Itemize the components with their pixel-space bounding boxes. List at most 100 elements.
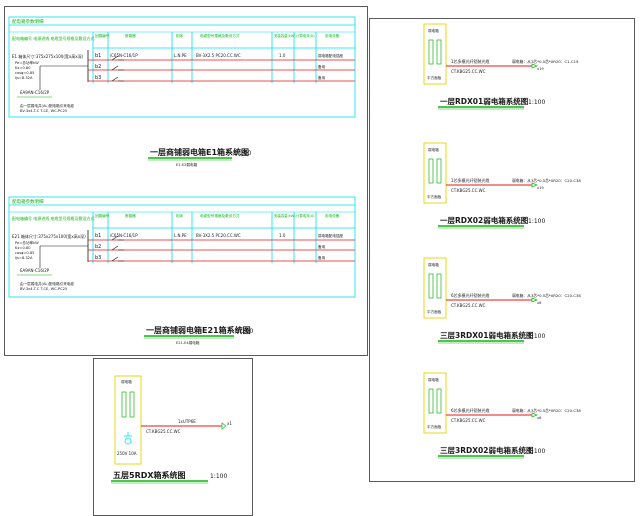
e21-circuit-row: b3 备用: [88, 255, 355, 262]
rdx-line-top: 1芯多模光纤铠装光缆: [451, 58, 490, 64]
e21-scale: 1:100: [236, 328, 253, 335]
e21-c0-phase: L.N.PE: [174, 233, 187, 238]
e1-c0-id: b1: [95, 53, 101, 59]
rdx-line-top: 6芯多模光纤铠装光缆: [451, 407, 490, 413]
sheet-frame-main: [4, 6, 368, 356]
e21-spec-1: Kx=0.80: [15, 246, 31, 250]
e1-spec-main: E1 箱体尺寸:375x275x100(宽x高x深): [12, 53, 84, 59]
right-systems: 弱电箱平方面板1芯多模光纤铠装光缆CT.KBG25.CC.WC弱电箱：从3芯*0…: [423, 23, 581, 459]
e21-col-4: 安装容量(kW): [274, 213, 296, 218]
rdx-terminal: x19: [537, 67, 544, 71]
e21-c0-id: b1: [95, 233, 101, 239]
e1-circuit-row: b2 备用: [88, 64, 355, 71]
e21-col-2: 相序: [176, 213, 184, 218]
rdx-box-bottom: 平方面板: [427, 424, 442, 429]
e1-main-breaker: EA9AN-C16/2P: [20, 90, 50, 95]
rdx-box-top: 弱电箱: [428, 28, 439, 33]
e1-c0-load: 1.0: [279, 53, 286, 58]
e1-col-0: 回路编号: [95, 33, 110, 38]
rdx-box-bottom: 平方面板: [427, 309, 442, 314]
rdx-scale: 1:100: [528, 218, 545, 225]
rdx-box-bottom: 平方面板: [427, 194, 442, 199]
e21-col-1: 断路器: [125, 213, 136, 218]
e21-spec-3: Ijs=8.32A: [15, 256, 33, 260]
e1-col-6: 用电设备: [325, 33, 340, 38]
e1-c0-breaker: iC65N-C16/1P: [110, 53, 138, 58]
e21-col-3: 电缆型号规格及敷设方式: [200, 213, 240, 218]
e21-c0-load: 1.0: [279, 233, 286, 238]
e1-spec-2: cosφ=0.85: [15, 71, 34, 75]
rdx-box-top: 弱电箱: [428, 262, 439, 267]
e1-c2-use: 备用: [318, 75, 326, 80]
e1-incoming-type: BV-3x4-T-C T-CE, WC-PC25: [20, 109, 67, 113]
e21-left-title: 配电箱编号 电源进线 电缆型号规格及敷设方式: [12, 215, 95, 221]
e1-c0-cable: BV-3X2.5 PC20.CC.WC: [196, 53, 241, 58]
rdx-box: [423, 372, 447, 434]
e21-c0-cable: BV-3X2.5 PC20.CC.WC: [196, 233, 241, 238]
rdx-line-top: 6芯多模光纤铠装光缆: [451, 292, 490, 298]
e1-sub: E1-E2弱电箱: [176, 162, 198, 167]
rdx-terminal: x6: [537, 416, 542, 420]
5f-cable-type: 1xUTP6E: [178, 419, 196, 424]
rdx-caption: 一层RDX01弱电箱系统图: [440, 96, 529, 106]
breaker-symbol: [111, 55, 124, 61]
rdx-box: [423, 142, 447, 204]
e21-spec-2: cosφ=0.85: [15, 251, 34, 255]
e21-caption: 一层商铺弱电箱E21箱系统图: [146, 325, 251, 335]
e1-c1-use: 备用: [318, 64, 326, 69]
rdx-right-label: 弱电箱：从3芯*0.5芯*0R20：C20-C38: [512, 178, 581, 183]
sheet-frame-5f: [93, 358, 253, 516]
e21-col-5: 计算电流(A): [296, 213, 315, 218]
5f-terminal: x1: [227, 421, 232, 426]
rdx-caption: 三层3RDX02弱电箱系统图: [440, 445, 534, 455]
e1-circuit-row: b1 iC65N-C16/1P L.N.PE BV-3X2.5 PC20.CC.…: [88, 53, 355, 61]
rdx-box-bottom: 平方面板: [427, 75, 442, 80]
panel-e21: 配电箱参数明细 配电箱编号 电源进线 电缆型号规格及敷设方式 E21 箱体尺寸:…: [8, 196, 356, 345]
e21-c2-use: 备用: [318, 255, 326, 260]
rdx-caption: 三层3RDX01弱电箱系统图: [440, 330, 534, 340]
terminal-icon: [531, 412, 538, 418]
e1-c2-id: b3: [95, 75, 101, 81]
rdx-terminal: x19: [537, 186, 544, 190]
rdx-conduit: CT.KBG25.CC.WC: [451, 303, 486, 308]
rdx-box-top: 弱电箱: [428, 377, 439, 382]
5f-caption: 五层5RDX箱系统图: [113, 470, 186, 480]
sheet-frame-right: [369, 18, 635, 482]
e1-col-5: 计算电流(A): [296, 33, 315, 38]
rdx-conduit: CT.KBG25.CC.WC: [451, 418, 486, 423]
5f-conduit: CT.KBG25.CC.WC: [146, 429, 181, 434]
e1-incoming: 由一层弱电井(AL)配电箱引来电缆: [20, 103, 74, 108]
socket-icon: [124, 437, 132, 445]
e1-col-1: 断路器: [125, 33, 136, 38]
breaker-symbol: [111, 256, 124, 262]
rdx-box-top: 弱电箱: [428, 147, 439, 152]
rdx-scale: 1:100: [528, 333, 545, 340]
terminal-icon: [531, 297, 538, 303]
rdx-caption: 一层RDX02弱电箱系统图: [440, 215, 529, 225]
e1-spec-0: Pe=总功率kW: [15, 60, 39, 65]
e1-spec-3: Ijs=8.32A: [15, 76, 33, 80]
e21-c1-use: 备用: [318, 244, 326, 249]
e1-col-2: 相序: [176, 33, 184, 38]
rdx-system-2: 弱电箱平方面板1芯多模光纤铠装光缆CT.KBG25.CC.WC弱电箱：从3芯*0…: [423, 142, 581, 229]
e21-main-breaker: EA9AN-C16/2P: [20, 268, 50, 273]
rdx-scale: 1:100: [528, 448, 545, 455]
rdx-conduit: CT.KBG25.CC.WC: [451, 188, 486, 193]
e1-circuit-row: b3 备用: [88, 75, 355, 82]
e1-c0-phase: L.N.PE: [174, 53, 187, 58]
breaker-symbol: [111, 76, 124, 82]
breaker-symbol: [111, 65, 124, 71]
e21-sub: E21-E4弱电箱: [176, 340, 200, 345]
e1-c0-use: 弱电箱配电插座: [318, 53, 344, 58]
rdx-right-label: 弱电箱：从3芯*0.5芯*0R20：C1-C19: [512, 59, 579, 64]
panel-5f: 弱电箱 250V 10A 1xUTP6E CT.KBG25.CC.WC x1 五…: [111, 375, 232, 484]
e21-spec-0: Pe=总功率kW: [15, 240, 39, 245]
e21-circuit-row: b2 备用: [88, 244, 355, 251]
e1-caption: 一层商铺弱电箱E1箱系统图: [150, 147, 249, 157]
e21-incoming-type: BV-3x4-T-C T-CE, WC-PC25: [20, 287, 67, 291]
e21-header: 配电箱参数明细: [12, 198, 44, 205]
e1-c1-id: b2: [95, 64, 101, 70]
rdx-system-1: 弱电箱平方面板1芯多模光纤铠装光缆CT.KBG25.CC.WC弱电箱：从3芯*0…: [423, 23, 579, 110]
e1-table-border: [8, 16, 356, 118]
